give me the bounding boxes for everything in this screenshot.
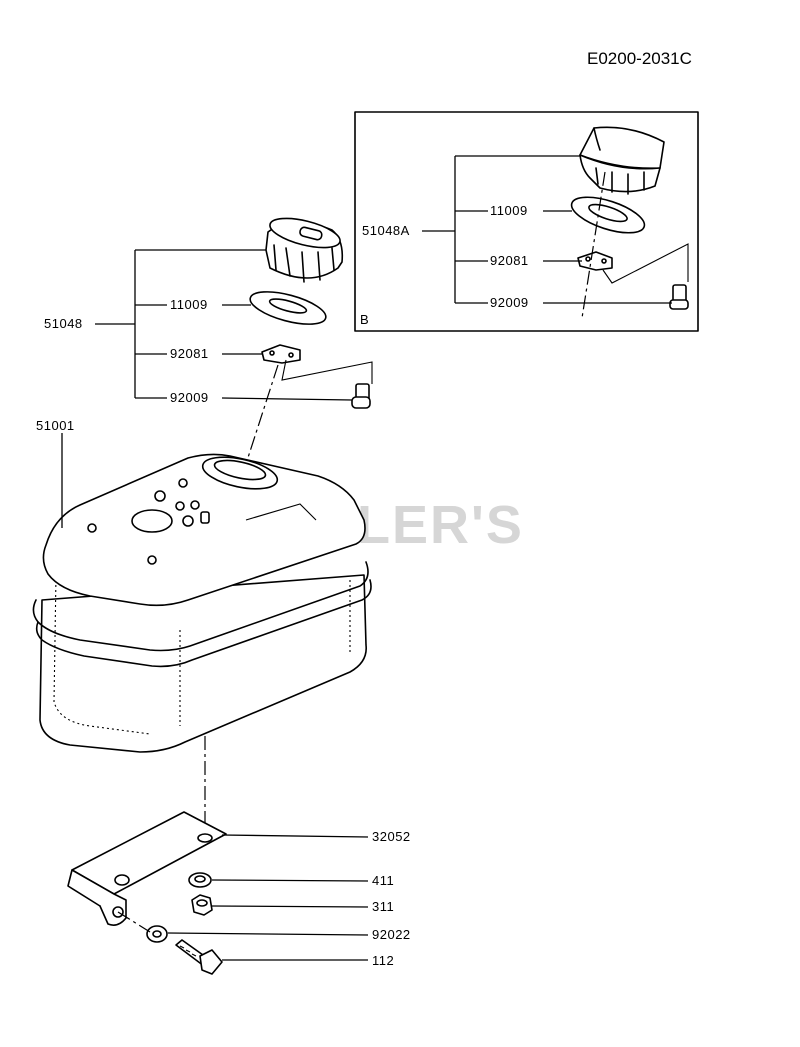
label-32052: 32052 (372, 829, 411, 844)
label-11009: 11009 (170, 297, 208, 312)
label-inset-92009: 92009 (490, 295, 529, 310)
label-inset-11009: 11009 (490, 203, 528, 218)
inset-gasket (570, 196, 646, 234)
inset-fuel-cap (579, 126, 665, 195)
label-411: 411 (372, 873, 394, 888)
label-311: 311 (372, 899, 394, 914)
fuel-tank (32, 453, 372, 753)
label-112: 112 (372, 953, 394, 968)
retainer-plate (261, 344, 301, 364)
inset-box: B 51048A 110 (354, 111, 699, 332)
bracket (67, 811, 227, 926)
label-92081: 92081 (170, 346, 209, 361)
label-92022: 92022 (372, 927, 411, 942)
label-51048A: 51048A (362, 223, 410, 238)
screw (351, 383, 371, 409)
label-inset-92081: 92081 (490, 253, 529, 268)
inset-letter: B (360, 312, 369, 327)
gasket (249, 291, 327, 325)
inset-plate (577, 251, 613, 271)
label-92009: 92009 (170, 390, 209, 405)
washer-92022 (146, 925, 168, 943)
label-51001: 51001 (36, 418, 75, 433)
nut-311 (191, 894, 213, 916)
bolt-112 (175, 939, 223, 975)
label-51048: 51048 (44, 316, 83, 331)
document-code: E0200-2031C (587, 49, 692, 68)
fuel-cap (265, 217, 344, 283)
washer-411 (188, 872, 212, 888)
inset-screw (669, 284, 689, 310)
